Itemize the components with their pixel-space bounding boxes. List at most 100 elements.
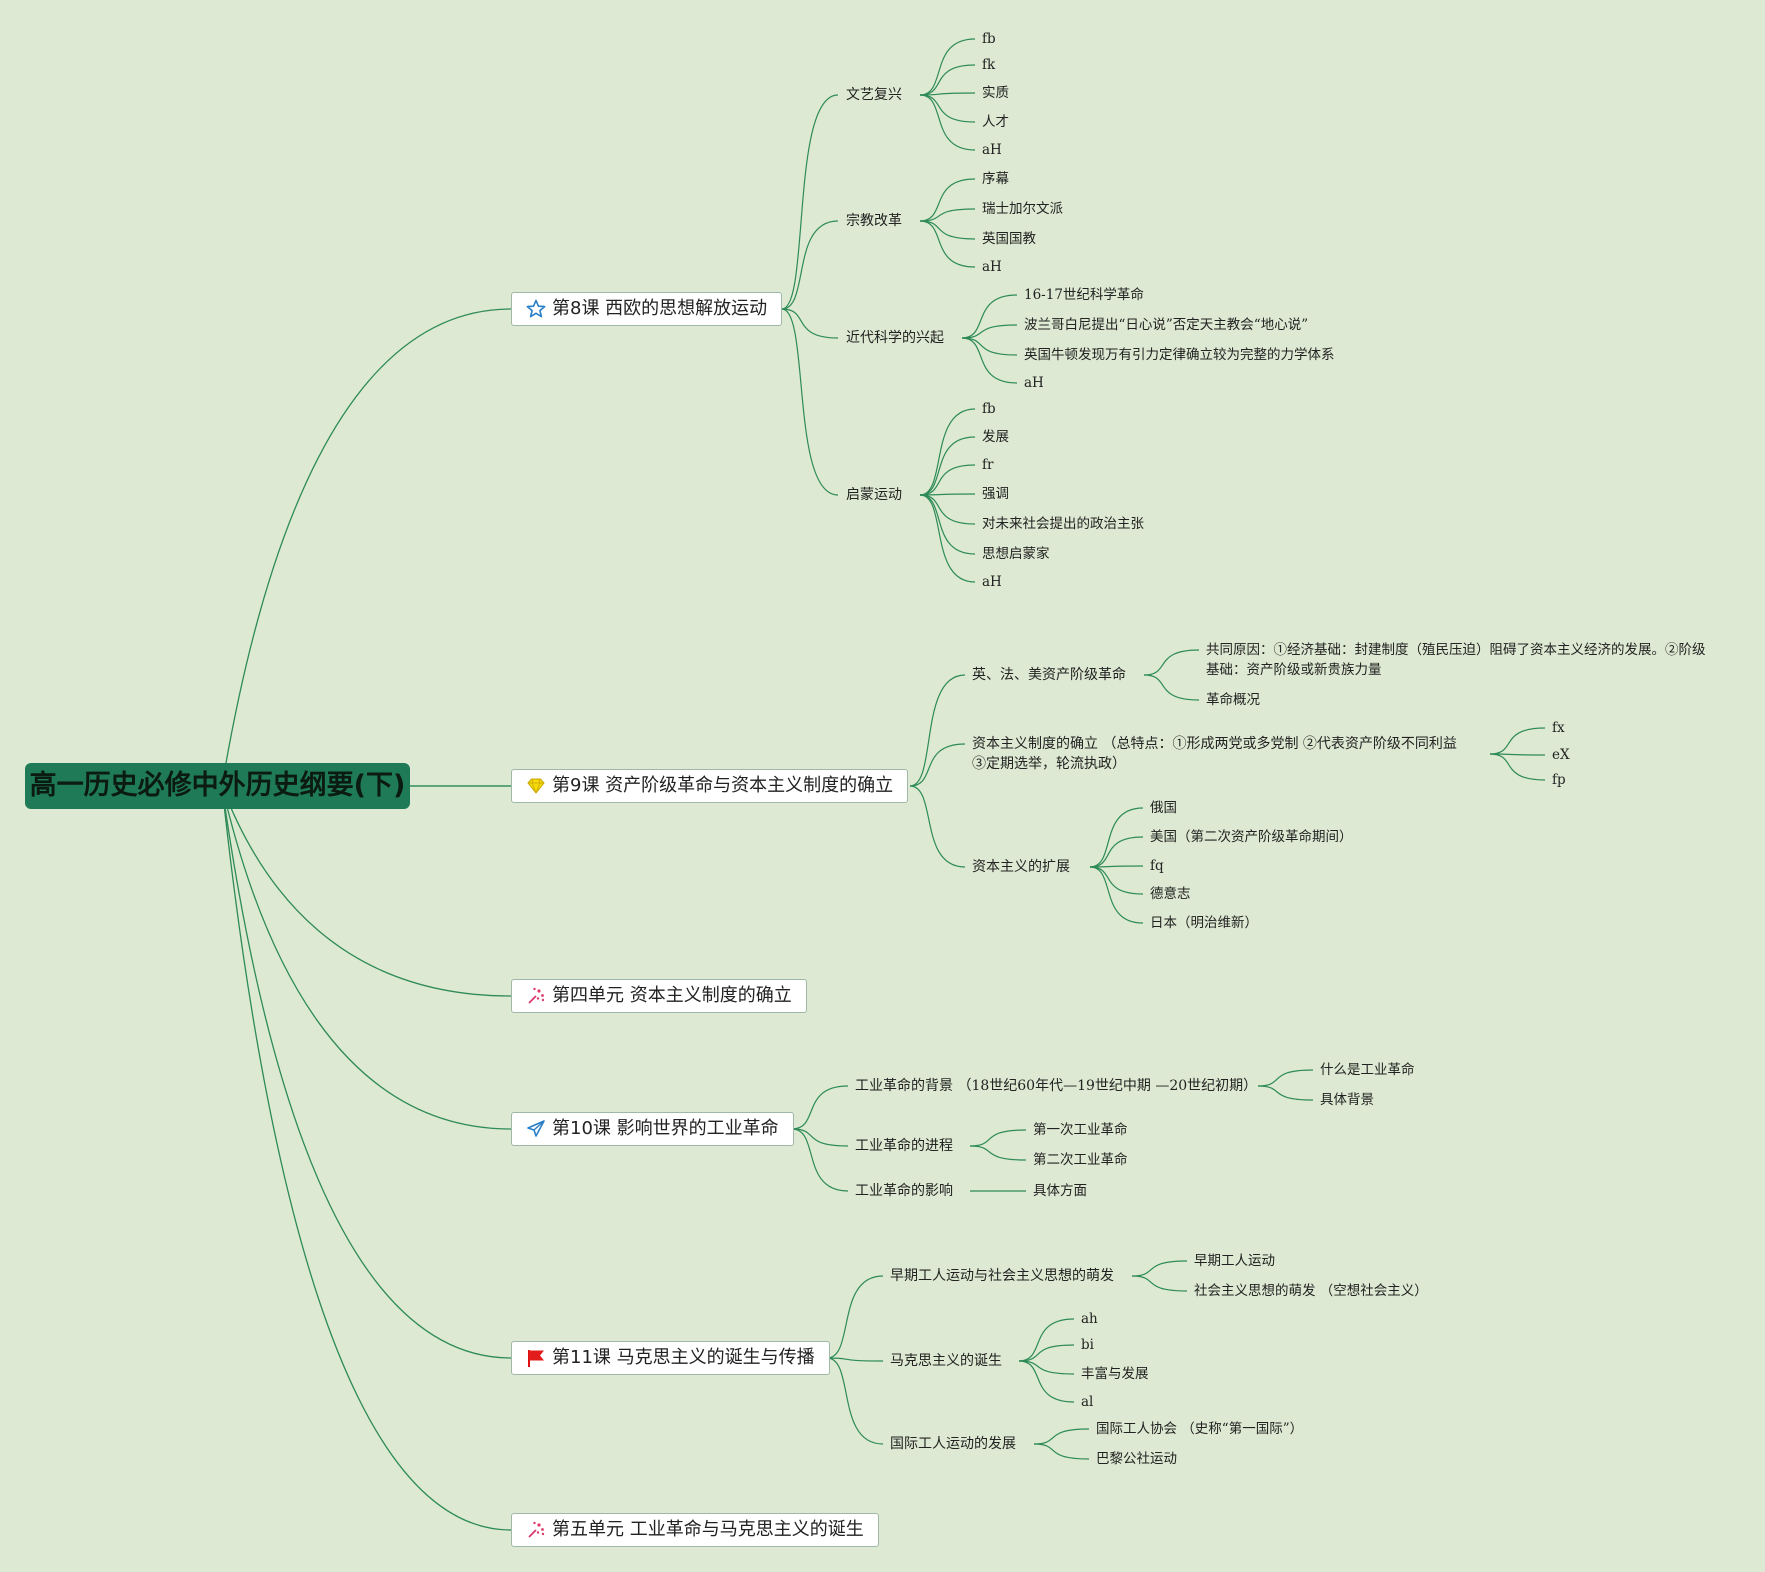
leaf[interactable]: ah	[1081, 1311, 1098, 1327]
connector-line	[221, 785, 512, 1359]
connector-line	[1143, 674, 1200, 701]
connector-line	[919, 208, 976, 222]
leaf[interactable]: 具体方面	[1033, 1183, 1087, 1199]
leaf[interactable]: al	[1081, 1394, 1094, 1410]
connector-line	[961, 337, 1018, 356]
connector-line	[1257, 1085, 1314, 1101]
connector-line	[919, 436, 976, 496]
leaf[interactable]: 丰富与发展	[1081, 1366, 1149, 1382]
leaf[interactable]: 俄国	[1150, 800, 1177, 816]
leaf[interactable]: 波兰哥白尼提出“日心说”否定天主教会“地心说”	[1024, 317, 1309, 333]
leaf[interactable]: aH	[1024, 375, 1044, 391]
leaf[interactable]: 人才	[982, 114, 1009, 130]
connector-line	[961, 337, 1018, 384]
leaf[interactable]: 实质	[982, 85, 1009, 101]
leaf[interactable]: fr	[982, 457, 994, 473]
leaf[interactable]: 序幕	[982, 171, 1009, 187]
connector-line	[826, 1275, 884, 1359]
connector-line	[969, 1129, 1027, 1147]
connector-line	[1489, 727, 1546, 755]
topic-label: 第8课 西欧的思想解放运动	[552, 298, 768, 319]
connector-line	[1089, 807, 1144, 868]
connector-line	[221, 308, 512, 787]
subtopic-international-labor[interactable]: 国际工人运动的发展	[890, 1436, 1016, 1452]
leaf[interactable]: 第二次工业革命	[1033, 1152, 1128, 1168]
star-icon	[526, 294, 550, 325]
leaf[interactable]: 美国（第二次资产阶级革命期间）	[1150, 829, 1353, 845]
leaf[interactable]: 思想启蒙家	[982, 546, 1050, 562]
leaf[interactable]: aH	[982, 259, 1002, 275]
connector-line	[781, 220, 839, 310]
leaf[interactable]: 巴黎公社运动	[1096, 1451, 1177, 1467]
connector-line	[1489, 753, 1546, 756]
subtopic-industrial-impact[interactable]: 工业革命的影响	[855, 1183, 953, 1199]
topic-unit-4[interactable]: 第四单元 资本主义制度的确立	[511, 979, 807, 1013]
leaf[interactable]: 16-17世纪科学革命	[1024, 287, 1144, 303]
leaf[interactable]: 英国国教	[982, 231, 1036, 247]
leaf[interactable]: bi	[1081, 1337, 1094, 1353]
leaf[interactable]: fq	[1150, 858, 1164, 874]
topic-lesson-8[interactable]: 第8课 西欧的思想解放运动	[511, 292, 783, 326]
connector-line	[1018, 1360, 1075, 1375]
leaf[interactable]: eX	[1552, 747, 1570, 763]
connector-line	[961, 324, 1018, 339]
root-topic[interactable]: 高一历史必修中外历史纲要(下)	[25, 763, 410, 809]
leaf[interactable]: 对未来社会提出的政治主张	[982, 516, 1144, 532]
topic-label: 第11课 马克思主义的诞生与传播	[552, 1347, 815, 1368]
leaf[interactable]: 早期工人运动	[1194, 1253, 1275, 1269]
leaf[interactable]: 瑞士加尔文派	[982, 201, 1063, 217]
subtopic-early-labor[interactable]: 早期工人运动与社会主义思想的萌发	[890, 1268, 1114, 1284]
subtopic-expansion[interactable]: 资本主义的扩展	[972, 859, 1070, 875]
leaf[interactable]: 日本（明治维新）	[1150, 915, 1258, 931]
subtopic-enlightenment[interactable]: 启蒙运动	[846, 487, 902, 503]
connector-line	[919, 64, 976, 96]
leaf[interactable]: 革命概况	[1206, 692, 1260, 708]
subtopic-capitalist-system[interactable]: 资本主义制度的确立 （总特点：①形成两党或多党制 ②代表资产阶级不同利益 ③定期…	[972, 736, 1457, 772]
subtopic-science[interactable]: 近代科学的兴起	[846, 330, 944, 346]
leaf[interactable]: aH	[982, 142, 1002, 158]
topic-lesson-9[interactable]: 第9课 资产阶级革命与资本主义制度的确立	[511, 769, 909, 803]
leaf[interactable]: fb	[982, 401, 996, 417]
connector-line	[781, 308, 839, 496]
leaf[interactable]: 共同原因：①经济基础：封建制度（殖民压迫）阻碍了资本主义经济的发展。②阶级基础：…	[1206, 642, 1706, 678]
subtopic-revolutions[interactable]: 英、法、美资产阶级革命	[972, 667, 1126, 683]
connector-line	[919, 94, 976, 151]
fireworks-icon	[526, 981, 550, 1012]
topic-lesson-10[interactable]: 第10课 影响世界的工业革命	[511, 1112, 794, 1146]
fireworks-icon	[526, 1515, 550, 1546]
leaf[interactable]: 德意志	[1150, 886, 1191, 902]
leaf[interactable]: fk	[982, 57, 996, 73]
leaf[interactable]: fb	[982, 31, 996, 47]
connector-line	[1489, 753, 1546, 781]
leaf[interactable]: 具体背景	[1320, 1092, 1374, 1108]
connector-line	[1018, 1344, 1075, 1362]
leaf[interactable]: fp	[1552, 772, 1566, 788]
connector-line	[1257, 1069, 1314, 1087]
subtopic-industrial-background[interactable]: 工业革命的背景 （18世纪60年代—19世纪中期 —20世纪初期）	[855, 1078, 1258, 1094]
leaf[interactable]: 发展	[982, 429, 1009, 445]
leaf[interactable]: 英国牛顿发现万有引力定律确立较为完整的力学体系	[1024, 347, 1335, 363]
leaf[interactable]: 强调	[982, 486, 1009, 502]
connector-line	[919, 408, 976, 496]
connector-line	[1089, 865, 1144, 868]
leaf[interactable]: 国际工人协会 （史称“第一国际”）	[1096, 1421, 1304, 1437]
leaf[interactable]: fx	[1552, 720, 1565, 736]
diamond-icon	[526, 771, 550, 802]
connector-line	[1143, 649, 1200, 676]
connector-line	[781, 308, 839, 339]
subtopic-renaissance[interactable]: 文艺复兴	[846, 87, 902, 103]
leaf[interactable]: 第一次工业革命	[1033, 1122, 1128, 1138]
leaf[interactable]: aH	[982, 574, 1002, 590]
leaf[interactable]: 什么是工业革命	[1320, 1062, 1415, 1078]
connector-line	[919, 493, 976, 496]
connector-line	[221, 785, 512, 997]
topic-lesson-11[interactable]: 第11课 马克思主义的诞生与传播	[511, 1341, 830, 1375]
leaf[interactable]: 社会主义思想的萌发 （空想社会主义）	[1194, 1283, 1428, 1299]
subtopic-reformation[interactable]: 宗教改革	[846, 213, 902, 229]
subtopic-industrial-process[interactable]: 工业革命的进程	[855, 1138, 953, 1154]
topic-unit-5[interactable]: 第五单元 工业革命与马克思主义的诞生	[511, 1513, 879, 1547]
connector-line	[919, 494, 976, 583]
connector-line	[919, 220, 976, 268]
connector-line	[919, 92, 976, 96]
subtopic-marxism-birth[interactable]: 马克思主义的诞生	[890, 1353, 1002, 1369]
